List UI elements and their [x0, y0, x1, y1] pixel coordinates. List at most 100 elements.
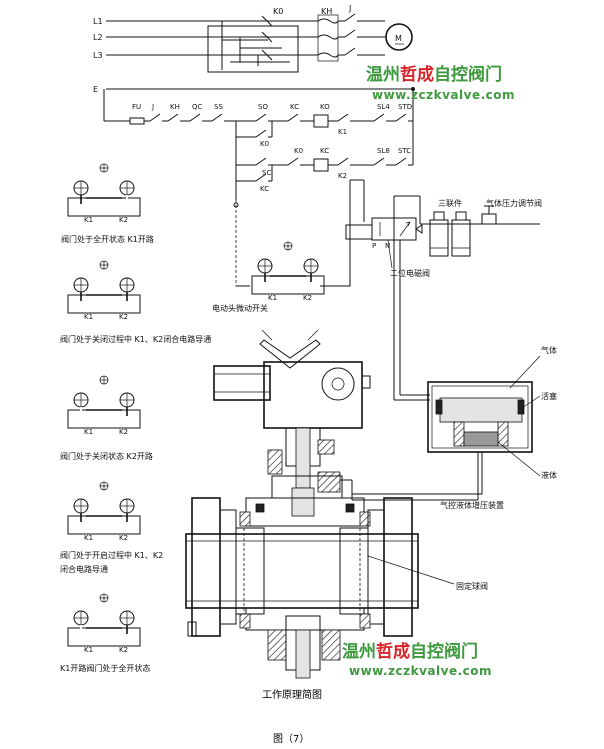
watermark-top: 温州哲成自控阀门 www.zczkvalve.com [366, 64, 515, 102]
label-j-power: J [348, 4, 351, 13]
watermark-top-cn-3: 自控阀门 [434, 64, 502, 85]
watermark-top-cn-2: 哲成 [400, 64, 434, 85]
pneumatic-system: P N 二位电磁阀 三联件 气体压力调节阀 [345, 195, 542, 401]
label-gas: 气体 [541, 345, 557, 355]
label-k2-ctrl: K2 [338, 172, 347, 180]
label-two-pos-valve: 二位电磁阀 [390, 268, 430, 278]
handwheel-icon [321, 367, 355, 401]
watermark-bottom-cn-2: 哲成 [376, 641, 410, 662]
valve-state-1: K1 K2 [67, 163, 141, 224]
watermark-bottom-cn-1: 温州 [342, 642, 376, 662]
valve-state-4-caption-2: 闭合电路导通 [60, 564, 108, 574]
label-liquid: 液体 [541, 470, 557, 480]
label-sl8: SL8 [377, 147, 390, 155]
label-kc-lower: KC [320, 147, 329, 155]
actuator-motor [213, 365, 271, 401]
fuse-icon [129, 117, 145, 125]
kc-coil-icon [313, 158, 329, 172]
switch-box: K1 K2 [251, 241, 325, 302]
state2-k1: K1 [84, 313, 93, 321]
label-j-ctrl: J [151, 103, 154, 111]
watermark-top-url: www.zczkvalve.com [372, 88, 515, 102]
state1-k1: K1 [84, 216, 93, 224]
label-std: STD [398, 103, 412, 111]
power-circuit: L1 L2 L3 K0 KH J [93, 4, 415, 94]
label-triple-unit: 三联件 [438, 198, 462, 208]
switchbox-k2: K2 [303, 294, 312, 302]
label-l2: L2 [93, 33, 103, 42]
flange-right [383, 497, 413, 637]
actuator-body [263, 361, 363, 429]
label-e: E [93, 85, 98, 94]
label-kh-power: KH [321, 7, 332, 16]
valve-state-5: K1 K2 [67, 593, 141, 654]
piston-body [439, 397, 523, 423]
state4-k2: K2 [119, 534, 128, 542]
state3-k1: K1 [84, 428, 93, 436]
label-qc: QC [192, 103, 203, 111]
label-sl4: SL4 [377, 103, 390, 111]
label-stc: STC [398, 147, 411, 155]
switch-box-caption: 电动头微动开关 [212, 303, 268, 313]
label-kc-top: KC [290, 103, 299, 111]
valve-state-3: K1 K2 [67, 375, 141, 436]
label-piston: 活塞 [541, 391, 557, 401]
state5-k1: K1 [84, 646, 93, 654]
label-l3: L3 [93, 51, 103, 60]
switchbox-k1: K1 [268, 294, 277, 302]
diagram-title: 工作原理简图 [262, 688, 322, 701]
figure-caption: 图（7） [273, 733, 309, 745]
actuator-and-valve: 固定球阀 [185, 329, 488, 679]
state5-k2: K2 [119, 646, 128, 654]
watermark-bottom: 温州哲成自控阀门 www.zczkvalve.com [342, 641, 492, 678]
seat-right [339, 527, 369, 615]
label-k0-hold: K0 [260, 140, 269, 148]
label-fu: FU [132, 103, 141, 111]
contactor-box [207, 25, 299, 73]
label-so: SO [258, 103, 268, 111]
valve-state-2: K1 K2 [67, 260, 141, 321]
label-ss: SS [214, 103, 223, 111]
control-circuit: FU J KH QC SS SO KC KO SL4 STD K1 [103, 89, 414, 287]
watermark-bottom-cn-3: 自控阀门 [410, 641, 478, 662]
label-kc-hold: KC [260, 185, 269, 193]
label-k1-ctrl: K1 [338, 128, 347, 136]
label-ko-coil: KO [320, 103, 330, 111]
booster-housing [427, 381, 533, 453]
label-regulator: 气体压力调节阀 [486, 198, 542, 208]
valve-states-column: K1 K2 阀门处于全开状态 K1开路 K1 K2 阀门处于关闭过程中 K1、K… [60, 163, 211, 673]
label-k0-power: K0 [273, 7, 283, 16]
actuator-indicator [259, 339, 321, 369]
watermark-bottom-url: www.zczkvalve.com [349, 664, 492, 678]
motor-icon [385, 23, 413, 51]
label-k0-lower: K0 [294, 147, 303, 155]
valve-state-5-caption: K1开路阀门处于全开状态 [60, 663, 150, 673]
booster-device: 气体 活塞 液体 气控液体增压装置 [352, 345, 557, 510]
valve-state-1-caption: 阀门处于全开状态 K1开路 [61, 234, 154, 244]
svg-text:温州哲成自控阀门: 温州哲成自控阀门 [342, 641, 478, 662]
svg-text:温州哲成自控阀门: 温州哲成自控阀门 [366, 64, 502, 85]
label-motor: M [395, 34, 402, 43]
valve-state-4: K1 K2 [67, 481, 141, 542]
valve-state-4-caption-1: 阀门处于开启过程中 K1、K2 [60, 550, 163, 560]
state3-k2: K2 [119, 428, 128, 436]
label-n: N [385, 242, 390, 250]
label-l1: L1 [93, 17, 103, 26]
watermark-top-cn-1: 温州 [366, 65, 400, 85]
triple-unit-body-2 [451, 219, 471, 257]
label-sc: SC [262, 169, 271, 177]
label-kh-ctrl: KH [170, 103, 180, 111]
valve-state-2-caption: 阀门处于关闭过程中 K1、K2闭合电路导通 [60, 334, 211, 344]
label-ball-valve: 固定球阀 [456, 581, 488, 591]
ko-coil-icon [313, 114, 329, 128]
valve-state-3-caption: 阀门处于关闭状态 K2开路 [60, 451, 153, 461]
liquid-chamber [463, 431, 499, 447]
label-booster-device: 气控液体增压装置 [440, 500, 504, 510]
flange-left [191, 497, 221, 637]
triple-unit-body-1 [429, 219, 449, 257]
state1-k2: K2 [119, 216, 128, 224]
state4-k1: K1 [84, 534, 93, 542]
state2-k2: K2 [119, 313, 128, 321]
label-p: P [372, 242, 376, 250]
